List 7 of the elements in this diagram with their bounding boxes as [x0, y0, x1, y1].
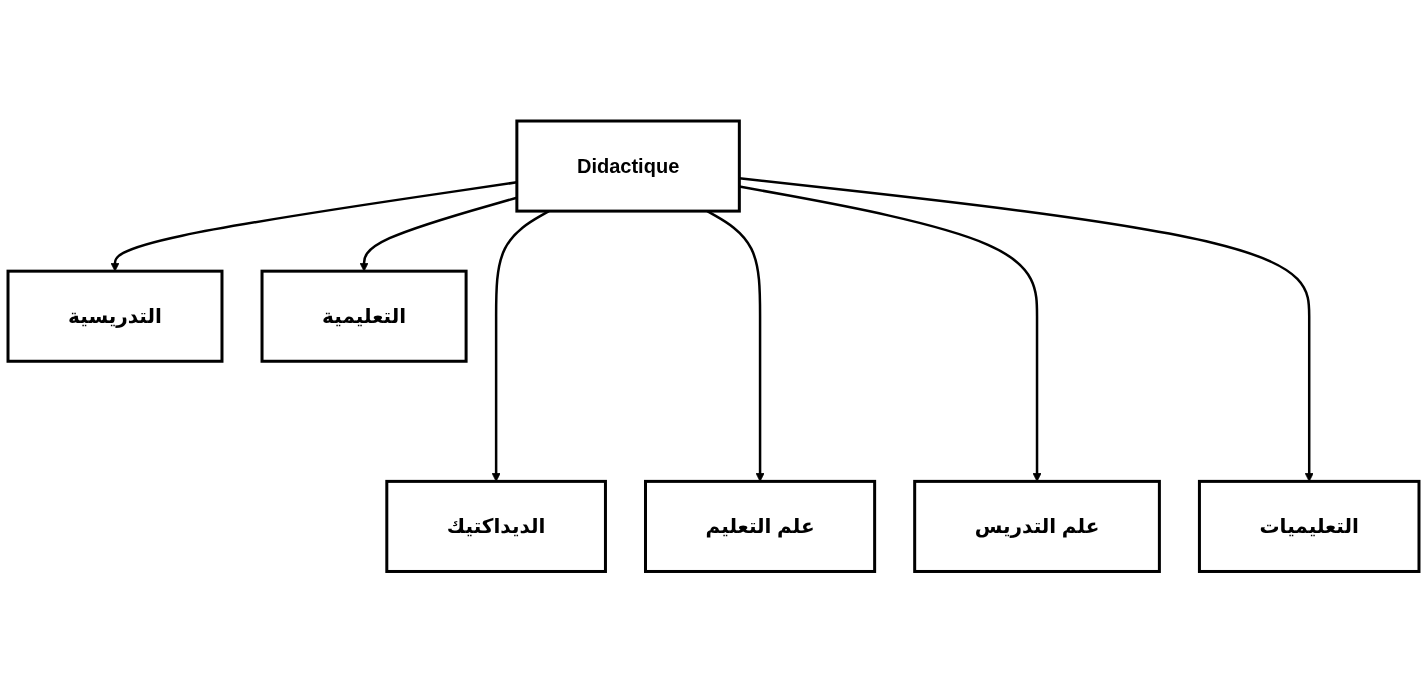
node-box: Didactique — [515, 119, 741, 213]
node-box: علم التدريس — [913, 480, 1161, 574]
node-box: التعليمية — [260, 269, 468, 363]
node-box: الديداكتيك — [385, 480, 607, 574]
node-box: التعليميات — [1197, 480, 1421, 574]
node-box: علم التعليم — [644, 480, 877, 574]
node-box: التدريسية — [6, 269, 224, 363]
